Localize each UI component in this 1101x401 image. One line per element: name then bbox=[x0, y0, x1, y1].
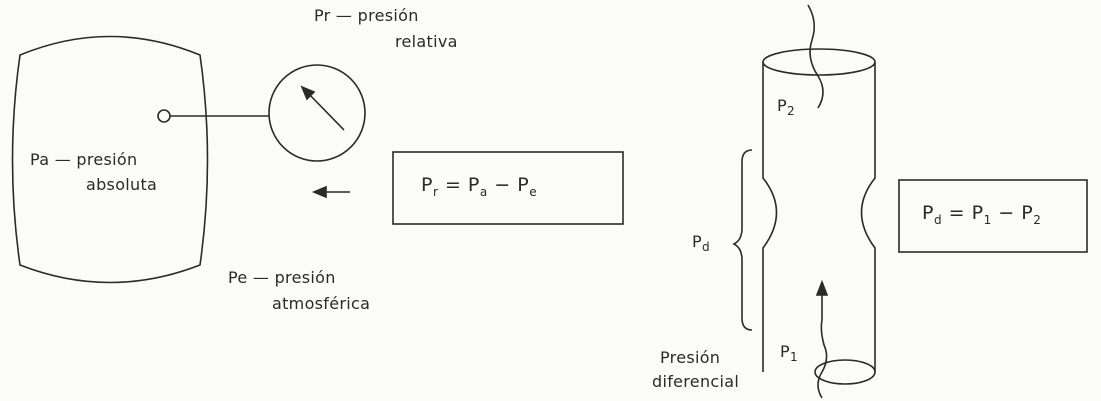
diff-label-line1: Presión bbox=[660, 348, 721, 367]
bottom-flow-line bbox=[817, 290, 828, 399]
pd-sub: d bbox=[701, 240, 710, 255]
formula-d-lhs: P bbox=[922, 202, 934, 224]
pipe-top-opening bbox=[762, 48, 876, 76]
differential-brace bbox=[732, 149, 753, 331]
formula-r-b-sub: e bbox=[529, 184, 538, 199]
top-flow-line bbox=[807, 4, 824, 109]
p2-letter: P bbox=[777, 96, 787, 115]
relative-formula-box bbox=[392, 151, 624, 225]
differential-pressure-formula: Pd = P1 − P2 bbox=[922, 202, 1041, 227]
pressure-gauge bbox=[268, 64, 366, 162]
tank-label-line2: absoluta bbox=[86, 175, 158, 194]
formula-r-lhs: P bbox=[421, 174, 433, 196]
gauge-needle bbox=[305, 90, 345, 131]
formula-r-a-sub: a bbox=[479, 184, 488, 199]
pd-letter: P bbox=[692, 232, 702, 251]
gauge-label-line2: relativa bbox=[395, 32, 458, 51]
pipe-left-wall bbox=[762, 62, 778, 372]
formula-d-a-sub: 1 bbox=[983, 212, 992, 227]
formula-d-b-sub: 2 bbox=[1033, 212, 1042, 227]
formula-r-b: P bbox=[517, 174, 530, 196]
formula-d-eq: = bbox=[948, 202, 966, 224]
formula-d-b: P bbox=[1021, 202, 1034, 224]
relative-pressure-formula: Pr = Pa − Pe bbox=[421, 174, 537, 199]
tank-label-line1: Pa — presión bbox=[30, 150, 138, 169]
diff-label-line2: diferencial bbox=[652, 372, 740, 391]
tank-tap-point bbox=[157, 109, 171, 123]
pipe-label-p1: P1 bbox=[780, 342, 798, 365]
formula-r-minus: − bbox=[494, 174, 511, 196]
formula-d-lhs-sub: d bbox=[933, 212, 943, 227]
tank bbox=[11, 35, 209, 284]
atmos-label-line2: atmosférica bbox=[272, 294, 371, 313]
pipe-label-pd: Pd bbox=[692, 232, 710, 255]
p1-letter: P bbox=[780, 342, 790, 361]
formula-d-minus: − bbox=[998, 202, 1015, 224]
bottom-flow-arrow-head bbox=[815, 279, 829, 296]
atmospheric-arrow-head bbox=[311, 185, 327, 199]
gauge-needle-head bbox=[300, 85, 316, 101]
pipe-label-p2: P2 bbox=[777, 96, 795, 119]
differential-formula-box bbox=[898, 179, 1088, 253]
p1-sub: 1 bbox=[789, 350, 798, 365]
atmos-label-line1: Pe — presión bbox=[228, 268, 336, 287]
formula-r-a: P bbox=[467, 174, 480, 196]
formula-r-eq: = bbox=[444, 174, 462, 196]
formula-r-lhs-sub: r bbox=[432, 184, 439, 199]
formula-d-a: P bbox=[971, 202, 984, 224]
gauge-label-line1: Pr — presión bbox=[314, 6, 419, 25]
p2-sub: 2 bbox=[786, 104, 795, 119]
pipe-right-wall bbox=[860, 62, 876, 372]
pipe-bottom-opening bbox=[814, 359, 876, 385]
